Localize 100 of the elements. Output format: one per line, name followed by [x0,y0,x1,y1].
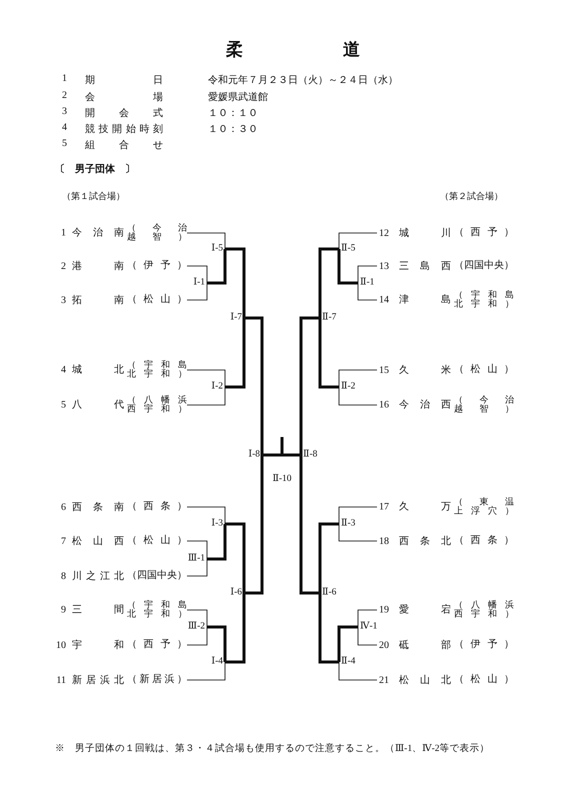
court-label: （第１試合場） [62,190,125,203]
court-label: （第２試合場） [440,190,503,203]
bracket-line [300,455,320,594]
bracket-line [186,610,208,628]
bracket-line [186,506,226,524]
match-number: Ⅱ-1 [360,278,374,288]
item-value: 愛媛県武道館 [208,90,268,104]
school-name: 今治南 [72,226,124,240]
school-name: 城北 [72,363,124,377]
match-number: Ⅱ-3 [341,520,356,529]
entry-number: 9 [60,604,66,616]
entry-number: 21 [379,674,390,686]
bracket-line [207,524,226,560]
entry-number: 13 [379,260,390,272]
school-name: 城川 [399,226,451,240]
area-name: （伊予） [454,640,514,650]
entry-number: 14 [379,294,390,306]
bracket-line [280,437,284,456]
area-name: （八幡浜西宇和） [127,396,187,414]
area-name: （松山） [127,294,187,306]
bracket-line [300,316,320,455]
bracket-line [244,455,264,594]
school-name: 三島西 [399,260,451,273]
bracket-line [186,386,226,406]
item-value: １０：３０ [208,123,258,136]
area-name: （松山） [127,536,187,546]
bracket-line [186,266,208,284]
bracket-line [358,626,378,646]
item-name: 開会式 [85,106,163,120]
area-name: （西予） [454,228,514,238]
bracket-line [318,318,339,388]
entry-number: 2 [60,260,66,272]
bracket-line [338,370,378,388]
match-number: Ⅱ-6 [322,588,336,598]
item-name: 組合せ [85,139,163,152]
bracket-line [338,232,378,250]
area-name: （八幡浜西宇和） [454,600,514,620]
section-heading: 〔 男子団体 〕 [55,162,135,176]
entry-number: 20 [379,640,390,650]
match-number: Ⅰ-2 [211,382,223,392]
item-value: 令和元年７月２３日（火）～２４日（水） [208,74,398,87]
school-name: 松山西 [72,534,124,548]
bracket-line [318,522,339,593]
bracket-line [358,266,378,284]
area-name: （西条） [454,536,514,546]
entry-number: 15 [379,364,390,376]
match-number: Ⅳ-1 [360,622,378,632]
match-number: Ⅰ-7 [230,314,242,323]
item-name: 会場 [85,91,163,104]
bracket-line [225,522,246,593]
school-name: 西条北 [399,534,451,548]
school-name: 松山北 [399,674,451,687]
match-number: Ⅱ-10 [269,456,295,484]
bracket-line [318,593,339,664]
entry-number: 18 [379,536,390,546]
match-number: Ⅲ-2 [188,622,205,632]
area-name: （宇和島北宇和） [127,360,187,380]
entry-number: 3 [60,294,66,306]
area-name: （松山） [454,674,514,686]
area-name: （四国中央） [127,570,187,582]
bracket-line [318,248,339,318]
area-name: （東温上浮穴） [454,498,514,516]
entry-number: 19 [379,604,390,616]
entry-number: 17 [379,502,390,512]
entry-number: 12 [379,228,390,238]
bracket-line [358,282,378,300]
bracket-line [207,626,226,662]
school-name: 拓南 [72,294,124,307]
bracket-line [262,454,284,457]
area-name: （西予） [127,640,187,650]
school-name: 新居浜北 [72,674,124,687]
area-name: （松山） [454,364,514,376]
bracket-line [186,626,208,646]
row-number: 2 [62,90,67,101]
area-name: （宇和島北宇和） [127,600,187,620]
school-name: 西条南 [72,500,124,514]
area-name: （四国中央） [454,260,514,272]
match-number: Ⅰ-8 [248,450,260,460]
area-name: （宇和島北宇和） [454,290,514,310]
school-name: 今治西 [399,398,451,412]
bracket-line [186,558,208,576]
area-name: （西条） [127,502,187,512]
match-number: Ⅰ-5 [211,244,223,254]
bracket-line [338,662,378,680]
bracket-line [358,610,378,628]
row-number: 1 [62,73,67,84]
school-name: 三間 [72,604,124,617]
bracket-line [225,318,246,388]
match-number: Ⅱ-2 [341,382,356,392]
row-number: 3 [62,106,67,117]
entry-number: 4 [60,364,66,376]
match-number: Ⅰ-3 [211,520,223,529]
bracket-line [338,524,378,542]
bracket-line [244,316,264,455]
school-name: 宇和 [72,638,124,652]
row-number: 5 [62,138,67,149]
item-name: 期日 [85,74,163,87]
footnote: ※ 男子団体の１回戦は、第３・４試合場も使用するので注意すること。（Ⅲ-1、Ⅳ-2等で表示） [55,742,490,755]
bracket-line [186,662,226,680]
bracket-line [186,232,226,250]
